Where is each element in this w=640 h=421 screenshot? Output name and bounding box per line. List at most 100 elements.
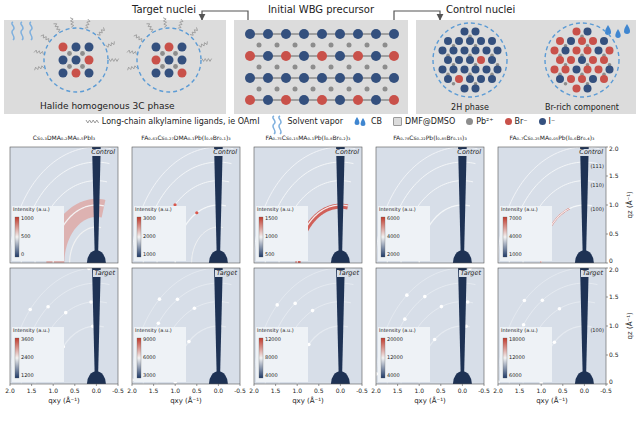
ion	[365, 87, 370, 92]
pattern-frame	[254, 147, 362, 263]
ion	[455, 56, 463, 64]
ion	[383, 65, 388, 70]
ion	[472, 66, 480, 74]
missing-wedge	[336, 147, 345, 263]
axis-tick: 0.0	[336, 388, 346, 395]
colorbar	[259, 338, 263, 378]
axis-tick: 2.0	[609, 146, 619, 153]
bragg-spot	[466, 300, 470, 304]
ligand	[134, 35, 142, 42]
colorbar-value: 7000	[509, 216, 522, 222]
ligand	[146, 24, 152, 32]
colorbar-title: Intensity (a.u.)	[257, 207, 294, 213]
colorbar-ground	[12, 327, 64, 382]
colorbar-title: Intensity (a.u.)	[379, 207, 416, 213]
ion	[466, 37, 474, 45]
condition-tag: Control	[578, 149, 604, 156]
colorbar-value: 12000	[387, 355, 403, 361]
pattern-frame	[498, 268, 606, 384]
ion	[85, 43, 94, 52]
axis-tick: 2.0	[493, 388, 503, 395]
ion	[59, 56, 68, 65]
axis-tick: 1.0	[536, 388, 546, 395]
beam-stop	[453, 250, 472, 263]
cb-drop	[615, 29, 620, 38]
ion	[335, 73, 345, 83]
ion	[461, 85, 469, 93]
beam-stop	[209, 250, 228, 263]
axis-tick: 1.0	[609, 323, 619, 330]
axis-tick: 0	[609, 379, 613, 386]
pattern-frame	[10, 268, 118, 384]
colorbar-ground	[256, 206, 308, 261]
ion	[165, 69, 174, 78]
legend-text: Solvent vapor	[288, 117, 344, 126]
pattern-ground	[254, 268, 362, 384]
node-illustration	[428, 22, 512, 112]
ion	[584, 28, 592, 36]
ion	[488, 37, 496, 45]
diffraction-ring	[376, 147, 477, 263]
colorbar-value: 3600	[21, 337, 34, 343]
ion	[281, 51, 291, 61]
ion	[371, 95, 381, 105]
ion	[455, 75, 463, 83]
phase-label: 2H phase	[451, 103, 489, 112]
bragg-spot	[275, 303, 279, 307]
ion	[556, 56, 564, 64]
ion	[317, 29, 327, 39]
ion	[556, 37, 564, 45]
ion	[299, 51, 309, 61]
bragg-spot	[311, 309, 315, 313]
colorbar-value: 1200	[21, 373, 34, 379]
ion	[293, 87, 298, 92]
axis-tick-mark	[340, 384, 341, 386]
bragg-spot	[293, 302, 297, 306]
nucleus-outline	[545, 23, 619, 97]
panel-heading: Target nuclei	[132, 4, 196, 16]
composition-title: FA₀.₇Cs₀.₂₅MA₀.₀₅Pb(I₀.₆Br₀.₄)₃	[510, 135, 595, 142]
pattern-frame	[498, 147, 606, 263]
ion	[389, 73, 399, 83]
ion	[353, 29, 363, 39]
bragg-spot	[558, 307, 562, 311]
axis-tick-mark	[218, 384, 219, 386]
ion	[263, 51, 273, 61]
axis-tick-mark	[584, 384, 585, 386]
ion	[299, 73, 309, 83]
colorbar-value: 6000	[387, 216, 400, 222]
legend: I⁻Br⁻Pb²⁺DMF@DMSOCBSolvent vaporLong-cha…	[0, 116, 640, 127]
axis-tick-mark	[153, 384, 154, 386]
ion	[85, 56, 94, 65]
colorbar-value: 2000	[387, 252, 400, 258]
axis-tick: 1.0	[292, 388, 302, 395]
legend-text: Long-chain alkylamine ligands, ie OAmI	[102, 117, 260, 126]
axis-tick-mark	[362, 384, 363, 386]
colorbar	[503, 217, 507, 257]
ion	[589, 56, 597, 64]
bragg-spot	[541, 299, 545, 303]
ion	[589, 75, 597, 83]
diffraction-ring	[498, 147, 599, 263]
colorbar-value: 1000	[21, 216, 34, 222]
ion	[455, 37, 463, 45]
diffraction-ring	[498, 268, 599, 384]
ion	[488, 56, 496, 64]
colorbar-value: 500	[265, 252, 275, 258]
axis-tick-mark	[484, 384, 485, 386]
beam-stop	[575, 371, 594, 384]
pattern-ground	[132, 147, 240, 263]
axis-tick: 1.5	[149, 388, 159, 395]
ion	[371, 29, 381, 39]
colorbar-ground	[378, 327, 430, 382]
axis-tick: 0.5	[436, 388, 446, 395]
colorbar-value: 4000	[387, 234, 400, 240]
ion	[439, 66, 447, 74]
ligand	[190, 27, 197, 35]
giwaxs-pattern	[498, 268, 606, 384]
bragg-spot	[195, 211, 198, 214]
ligand	[178, 19, 183, 28]
beam-stop	[87, 371, 106, 384]
bragg-spot	[440, 305, 444, 309]
ion	[80, 64, 85, 69]
